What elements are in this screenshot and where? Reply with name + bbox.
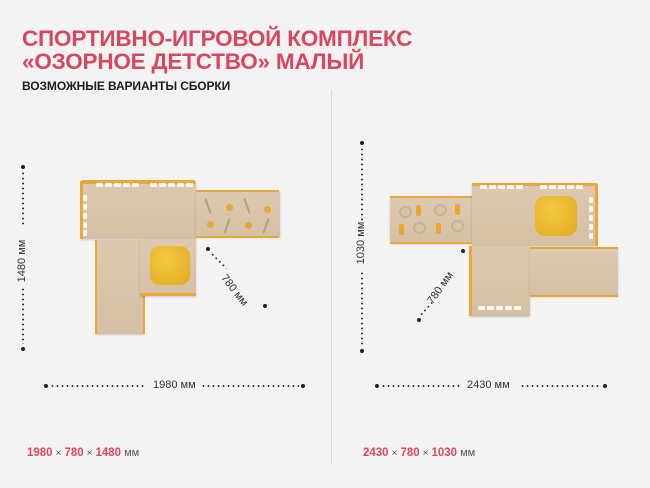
slide-board bbox=[530, 248, 618, 296]
size-width: 2430 bbox=[363, 447, 389, 459]
width-dim-start bbox=[375, 384, 379, 388]
height-dim-dots-top bbox=[361, 147, 363, 222]
title-line-1: СПОРТИВНО-ИГРОВОЙ КОМПЛЕКС bbox=[22, 26, 413, 51]
yellow-window-panel bbox=[535, 196, 577, 236]
climbing-board bbox=[390, 197, 474, 243]
size-height: 1480 bbox=[95, 447, 122, 459]
width-dim-start bbox=[44, 384, 48, 388]
page-title: СПОРТИВНО-ИГРОВОЙ КОМПЛЕКС «ОЗОРНОЕ ДЕТС… bbox=[22, 27, 412, 73]
height-dim-end bbox=[360, 349, 364, 353]
size-width: 1980 bbox=[27, 447, 53, 459]
depth-dim-label: 780 мм bbox=[218, 272, 251, 309]
slide-board bbox=[96, 240, 144, 334]
size-height: 1030 bbox=[431, 447, 458, 459]
width-dim-end bbox=[603, 384, 607, 388]
height-dim-end bbox=[21, 347, 25, 351]
height-dim-dots-bottom bbox=[361, 271, 363, 346]
size-depth: 780 bbox=[400, 447, 420, 459]
depth-dim-start bbox=[206, 247, 210, 251]
width-dim-end bbox=[301, 384, 305, 388]
depth-dim-dots bbox=[210, 252, 228, 270]
depth-dim-end bbox=[461, 249, 465, 253]
title-line-2: «ОЗОРНОЕ ДЕТСТВО» МАЛЫЙ bbox=[22, 49, 365, 74]
climbing-board bbox=[196, 191, 280, 237]
width-dim-label: 1980 мм bbox=[153, 379, 196, 391]
height-dim-dots-top bbox=[22, 171, 24, 226]
depth-dim-end bbox=[263, 304, 267, 308]
column-divider bbox=[331, 90, 332, 465]
width-dim-dots-right bbox=[201, 385, 299, 387]
yellow-window-panel bbox=[150, 246, 190, 285]
width-dim-dots-left bbox=[50, 385, 146, 387]
height-dim-label: 1480 мм bbox=[16, 239, 28, 283]
width-dim-label: 2430 мм bbox=[467, 379, 510, 391]
width-dim-dots-left bbox=[381, 385, 461, 387]
height-dim-start bbox=[360, 141, 364, 145]
page-subtitle: ВОЗМОЖНЫЕ ВАРИАНТЫ СБОРКИ bbox=[22, 79, 231, 93]
height-dim-start bbox=[21, 165, 25, 169]
depth-dim-label: 780 мм bbox=[425, 269, 456, 307]
depth-dim-start bbox=[417, 318, 421, 322]
height-dim-dots-bottom bbox=[22, 287, 24, 344]
width-dim-dots-right bbox=[520, 385, 600, 387]
size-depth: 780 bbox=[64, 447, 84, 459]
height-dim-label: 1030 мм bbox=[355, 221, 367, 265]
